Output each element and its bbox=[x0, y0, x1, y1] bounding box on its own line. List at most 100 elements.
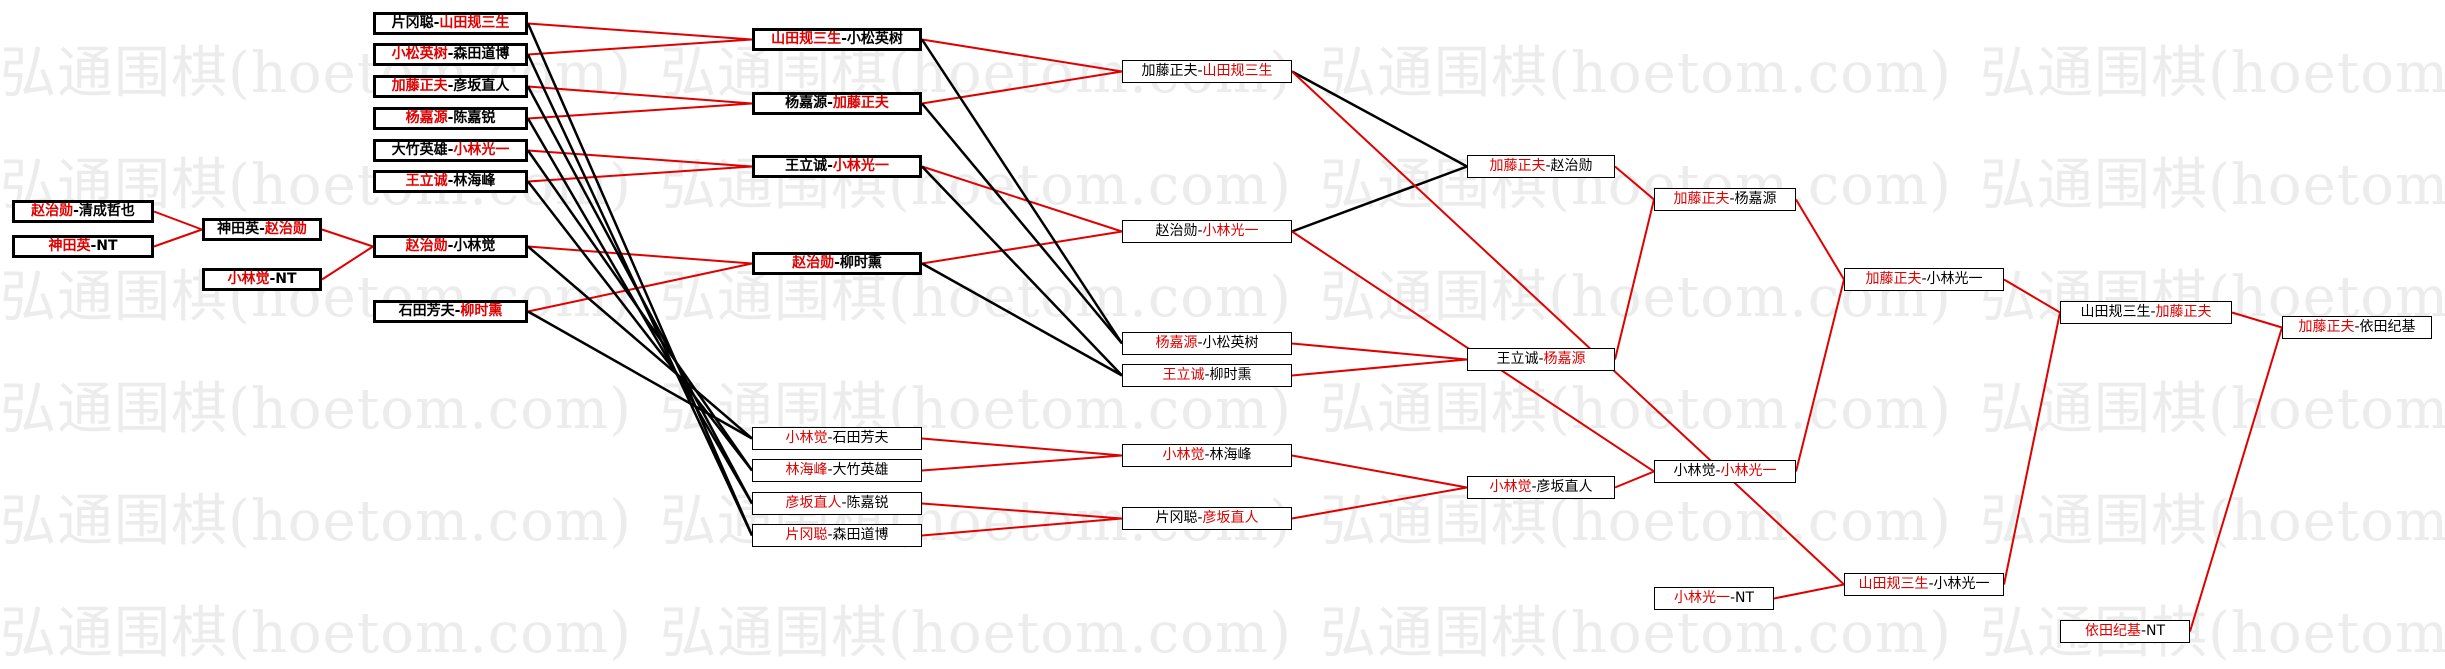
connector-r3m3-r4m7 bbox=[526, 85, 754, 505]
player-b: 彦坂直人 bbox=[453, 78, 510, 94]
connector-r7m3-r9m1 bbox=[2003, 312, 2061, 585]
player-a: 彦坂直人 bbox=[785, 495, 842, 511]
connector-r4m1-r5m3 bbox=[920, 38, 1124, 345]
connector-r7m4-r7m3 bbox=[1773, 583, 1845, 600]
player-a: 小松英树 bbox=[391, 46, 448, 62]
connector-r4m3-r5m2 bbox=[921, 165, 1123, 233]
match-r3m2: 小松英树-森田道博 bbox=[373, 43, 528, 66]
player-b: 陈嘉锐 bbox=[846, 495, 889, 511]
connector-r4m5-r5m5 bbox=[921, 437, 1123, 457]
connector-r5m2-r6m1 bbox=[1291, 165, 1468, 233]
connector-r4m6-r5m5 bbox=[921, 454, 1123, 472]
match-r1m1: 赵治勋-清成哲也 bbox=[12, 200, 154, 223]
player-b: 杨嘉源 bbox=[1543, 351, 1586, 367]
player-a: 小林觉 bbox=[227, 271, 270, 287]
match-r4m1: 山田规三生-小松英树 bbox=[752, 28, 922, 51]
player-a: 山田规三生 bbox=[1858, 576, 1929, 592]
player-b: 赵治勋 bbox=[264, 221, 307, 237]
tournament-bracket: 弘通围棋(hoetom.com)弘通围棋(hoetom.com)弘通围棋(hoe… bbox=[0, 12, 2445, 666]
player-b: 小林光一 bbox=[453, 142, 510, 158]
player-b: 彦坂直人 bbox=[1536, 479, 1593, 495]
player-b: 柳时熏 bbox=[1209, 367, 1252, 383]
player-a: 小林觉 bbox=[1673, 463, 1716, 479]
connector-r3m5-r4m6 bbox=[526, 149, 754, 472]
player-b: NT bbox=[275, 271, 297, 287]
player-b: 小松英树 bbox=[1202, 335, 1259, 351]
player-b: NT bbox=[1735, 590, 1755, 606]
match-r1m2: 神田英-NT bbox=[12, 235, 154, 258]
player-b: 依田纪基 bbox=[2359, 319, 2416, 335]
match-r3m4: 杨嘉源-陈嘉锐 bbox=[373, 107, 528, 130]
match-r4m2: 杨嘉源-加藤正夫 bbox=[752, 92, 922, 115]
connector-r6m1-r7m1 bbox=[1614, 165, 1655, 201]
player-a: 小林觉 bbox=[1162, 447, 1205, 463]
match-r4m6: 林海峰-大竹英雄 bbox=[752, 459, 922, 482]
connector-r3m5-r4m3 bbox=[527, 149, 753, 168]
connector-r9m2-r10m1 bbox=[2189, 327, 2283, 632]
connector-r2m1-r3m7 bbox=[321, 228, 374, 248]
player-a: 杨嘉源 bbox=[405, 110, 448, 126]
player-b: 彦坂直人 bbox=[1202, 510, 1259, 526]
match-r3m5: 大竹英雄-小林光一 bbox=[373, 139, 528, 162]
connector-r4m4-r5m4 bbox=[921, 262, 1123, 377]
player-b: 小林光一 bbox=[1720, 463, 1777, 479]
player-a: 片冈聪 bbox=[1155, 510, 1198, 526]
connector-r4m1-r5m1 bbox=[921, 38, 1123, 73]
player-a: 赵治勋 bbox=[405, 238, 448, 254]
connector-r3m1-r4m8 bbox=[526, 22, 754, 537]
match-r3m1: 片冈聪-山田规三生 bbox=[373, 12, 528, 35]
connector-r5m5-r6m3 bbox=[1291, 454, 1468, 489]
match-r4m8: 片冈聪-森田道博 bbox=[752, 524, 922, 547]
player-b: 小林光一 bbox=[1933, 576, 1990, 592]
player-a: 片冈聪 bbox=[391, 15, 434, 31]
player-b: 柳时熏 bbox=[839, 255, 882, 271]
match-r6m3: 小林觉-彦坂直人 bbox=[1467, 476, 1615, 499]
player-a: 加藤正夫 bbox=[391, 78, 448, 94]
connector-r3m3-r4m2 bbox=[527, 85, 753, 105]
match-r7m3: 山田规三生-小林光一 bbox=[1844, 573, 2004, 596]
player-a: 神田英 bbox=[48, 238, 91, 254]
connector-r3m2-r4m1 bbox=[527, 38, 753, 56]
player-b: 森田道博 bbox=[832, 527, 889, 543]
match-r9m2: 依田纪基-NT bbox=[2060, 620, 2190, 643]
connector-r5m3-r6m2 bbox=[1291, 342, 1468, 361]
player-b: 小林光一 bbox=[832, 158, 889, 174]
match-r7m2: 小林觉-小林光一 bbox=[1654, 460, 1796, 483]
connector-r4m8-r5m6 bbox=[921, 517, 1123, 537]
match-r4m5: 小林觉-石田芳夫 bbox=[752, 427, 922, 450]
player-b: 小林光一 bbox=[1926, 271, 1983, 287]
player-a: 石田芳夫 bbox=[398, 303, 455, 319]
connector-r3m6-r4m3 bbox=[527, 165, 753, 183]
connector-r6m2-r7m1 bbox=[1614, 199, 1655, 360]
player-a: 加藤正夫 bbox=[1865, 271, 1922, 287]
player-b: 林海峰 bbox=[453, 173, 496, 189]
player-a: 小林光一 bbox=[1673, 590, 1730, 606]
connector-r5m4-r6m2 bbox=[1291, 358, 1468, 377]
match-r3m3: 加藤正夫-彦坂直人 bbox=[373, 75, 528, 98]
match-r2m2: 小林觉-NT bbox=[202, 268, 322, 291]
player-a: 林海峰 bbox=[785, 462, 828, 478]
connector-r7m1-r8m1 bbox=[1795, 198, 1845, 281]
connector-r3m8-r4m5 bbox=[527, 310, 753, 440]
connector-r9m1-r10m1 bbox=[2231, 311, 2283, 329]
connector-r7m2-r8m1 bbox=[1795, 279, 1845, 472]
player-a: 加藤正夫 bbox=[1141, 63, 1198, 79]
connector-r3m7-r4m5 bbox=[527, 245, 753, 440]
player-b: 山田规三生 bbox=[439, 15, 510, 31]
match-r5m1: 加藤正夫-山田规三生 bbox=[1122, 60, 1292, 83]
player-a: 加藤正夫 bbox=[1673, 191, 1730, 207]
match-r6m1: 加藤正夫-赵治勋 bbox=[1467, 155, 1615, 178]
connector-r1m2-r2m1 bbox=[153, 228, 203, 248]
player-b: 小林光一 bbox=[1202, 223, 1259, 239]
connector-r5m1-r6m1 bbox=[1291, 70, 1468, 168]
match-r5m3: 杨嘉源-小松英树 bbox=[1122, 332, 1292, 355]
match-r10m1: 加藤正夫-依田纪基 bbox=[2282, 316, 2432, 339]
player-b: NT bbox=[2146, 623, 2166, 639]
connector-r4m2-r5m1 bbox=[921, 70, 1123, 105]
connector-r4m3-r5m4 bbox=[921, 165, 1123, 377]
connector-r3m1-r4m1 bbox=[527, 22, 753, 41]
player-a: 片冈聪 bbox=[785, 527, 828, 543]
connector-r4m4-r5m2 bbox=[921, 230, 1123, 265]
player-a: 依田纪基 bbox=[2084, 623, 2141, 639]
player-a: 赵治勋 bbox=[31, 203, 74, 219]
